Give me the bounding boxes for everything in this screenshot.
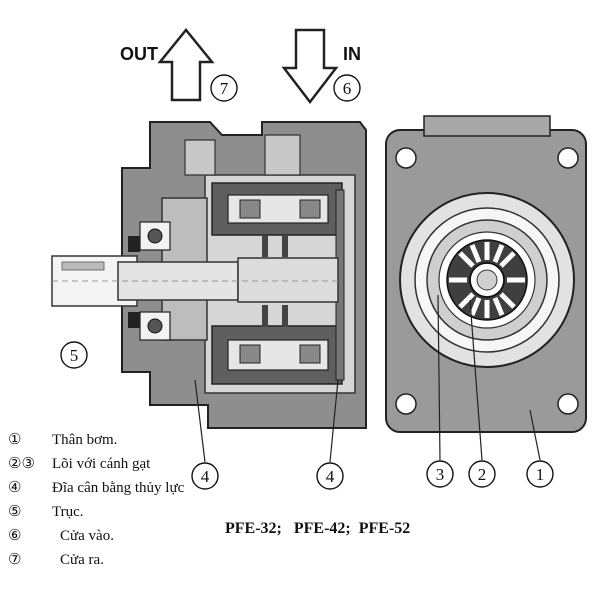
legend-text: Cửa vào. (60, 528, 114, 544)
legend-item: ⑦ Cửa ra. (8, 548, 228, 572)
in-arrow-icon (281, 28, 339, 105)
svg-text:6: 6 (343, 79, 352, 98)
svg-text:1: 1 (536, 465, 545, 484)
callout-4-left: 4 (191, 462, 219, 490)
out-arrow-icon (157, 28, 215, 102)
callout-4-right: 4 (316, 462, 344, 490)
legend-text: Lõi với cánh gạt (52, 456, 151, 472)
legend-number: ⑤ (8, 504, 22, 520)
legend-item: ②③ Lõi với cánh gạt (8, 452, 228, 476)
legend-number: ⑦ (8, 552, 22, 568)
callout-2: 2 (468, 460, 496, 488)
legend-text: Trục. (52, 504, 84, 520)
legend-text: Thân bơm. (52, 432, 118, 448)
svg-text:3: 3 (436, 465, 445, 484)
legend-number: ① (8, 432, 22, 448)
out-label: OUT (120, 44, 158, 64)
legend-item: ① Thân bơm. (8, 428, 228, 452)
legend-number: ②③ (8, 456, 35, 472)
pump-front-view (385, 115, 587, 433)
shaft (51, 255, 340, 307)
legend-item: ⑤ Trục. (8, 500, 228, 524)
callout-3: 3 (426, 460, 454, 488)
parts-legend: ① Thân bơm. ②③ Lõi với cánh gạt ④ Đĩa cân b… (8, 428, 228, 572)
legend-text: Cửa ra. (60, 552, 104, 568)
callout-5: 5 (60, 341, 88, 369)
in-label: IN (343, 44, 361, 64)
svg-text:4: 4 (326, 467, 335, 486)
svg-text:4: 4 (201, 467, 210, 486)
callout-6: 6 (333, 74, 361, 102)
legend-text: Đĩa cân bằng thủy lực (52, 480, 185, 496)
svg-text:7: 7 (220, 79, 229, 98)
svg-text:5: 5 (70, 346, 79, 365)
leader-lines (194, 294, 541, 463)
svg-text:2: 2 (478, 465, 487, 484)
model-designation: PFE-32; PFE-42; PFE-52 (225, 520, 411, 537)
legend-number: ④ (8, 480, 22, 496)
legend-item: ④ Đĩa cân bằng thủy lực (8, 476, 228, 500)
callout-1: 1 (526, 460, 554, 488)
legend-item: ⑥ Cửa vào. (8, 524, 228, 548)
callout-7: 7 (210, 74, 238, 102)
legend-number: ⑥ (8, 528, 22, 544)
